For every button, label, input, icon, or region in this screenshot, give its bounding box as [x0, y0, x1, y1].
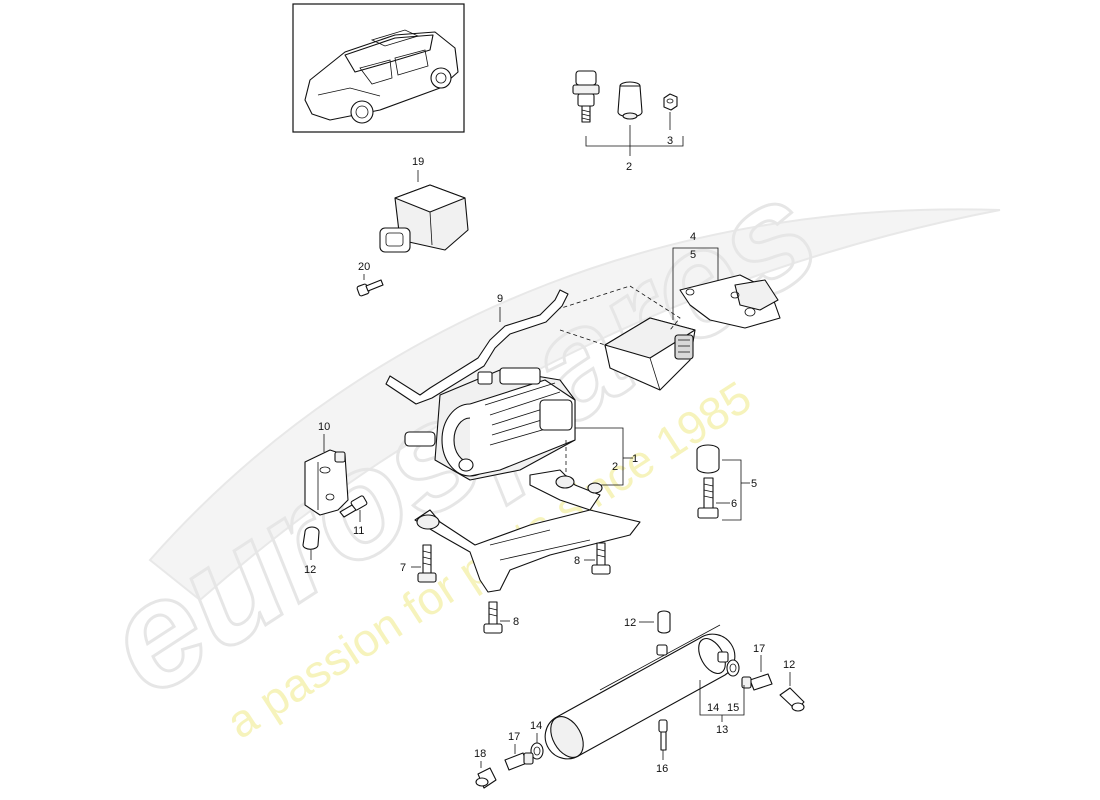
- bolt-with-buffer-icon: [572, 70, 600, 123]
- fitting-12-left-icon: [302, 526, 320, 550]
- callout-15: 15: [727, 702, 739, 714]
- callout-14b: 14: [707, 702, 719, 714]
- bracket-2: [585, 125, 684, 156]
- callout-5: 5: [690, 249, 696, 261]
- bolt-16-icon: [658, 719, 668, 751]
- level-sensor: 19 20: [356, 156, 469, 297]
- reservoir-tank-icon: [544, 624, 736, 760]
- mounting-hardware-group: 3 2: [572, 70, 684, 173]
- fitting-12-top-icon: [657, 610, 671, 634]
- fitting-12-right-icon: [779, 687, 805, 712]
- vehicle-suv-icon: [304, 29, 459, 124]
- callout-19: 19: [412, 156, 424, 168]
- callout-6: 6: [731, 498, 737, 510]
- bolt-icon: [697, 477, 719, 519]
- callout-2b: 2: [612, 461, 618, 473]
- callout-20: 20: [358, 261, 370, 273]
- seal-14-left-icon: [530, 742, 544, 760]
- vehicle-thumbnail: [292, 3, 465, 133]
- bolts-7-8: 7 8 8: [400, 542, 611, 634]
- mounting-bracket-icon: [679, 274, 781, 329]
- callout-12c: 12: [783, 659, 795, 671]
- side-bracket-icon: [304, 449, 349, 516]
- compressor-icon: [404, 367, 576, 481]
- callout-10: 10: [318, 421, 330, 433]
- callout-8a: 8: [574, 555, 580, 567]
- callout-12b: 12: [624, 617, 636, 629]
- valve-bracket-assembly: 4 5: [529, 231, 781, 391]
- callout-2: 2: [626, 161, 632, 173]
- control-module-icon: [604, 317, 696, 391]
- callout-11: 11: [353, 525, 364, 537]
- nut-icon: [663, 93, 678, 111]
- callout-1: 1: [632, 453, 638, 465]
- compressor-assembly: 1 2: [404, 367, 638, 486]
- pressure-reservoir-group: 12 16 17: [474, 610, 805, 789]
- callout-3: 3: [667, 135, 673, 147]
- sleeve-bushing-icon: [696, 444, 720, 474]
- rubber-buffer-icon: [617, 81, 643, 120]
- sensor-housing-icon: [379, 184, 469, 253]
- screw-icon: [356, 279, 384, 297]
- fitting-17-right-icon: [741, 673, 773, 691]
- callout-13: 13: [716, 724, 728, 736]
- bolt-8a-icon: [591, 542, 611, 575]
- callout-16: 16: [656, 763, 668, 775]
- bolt-group-right: 5 6: [696, 444, 757, 521]
- callout-12a: 12: [304, 564, 316, 576]
- callout-8b: 8: [513, 616, 519, 628]
- left-bracket-group: 10 11 12: [302, 421, 368, 576]
- callout-18: 18: [474, 748, 486, 760]
- callout-17b: 17: [753, 643, 765, 655]
- callout-9: 9: [497, 293, 503, 305]
- bolt-7-icon: [417, 544, 437, 583]
- callout-7: 7: [400, 562, 406, 574]
- bolt-11-icon: [339, 495, 368, 518]
- crossmember-bracket: [414, 469, 641, 593]
- watermark-swoosh: [148, 208, 1001, 602]
- callout-5b: 5: [751, 478, 757, 490]
- seal-15-right-icon: [726, 659, 740, 677]
- bolt-8b-icon: [483, 601, 503, 634]
- callout-17a: 17: [508, 731, 520, 743]
- fitting-17-left-icon: [504, 752, 534, 771]
- callout-4: 4: [690, 231, 696, 243]
- callout-14a: 14: [530, 720, 542, 732]
- fitting-18-icon: [475, 767, 497, 789]
- air-line: 9: [385, 289, 569, 405]
